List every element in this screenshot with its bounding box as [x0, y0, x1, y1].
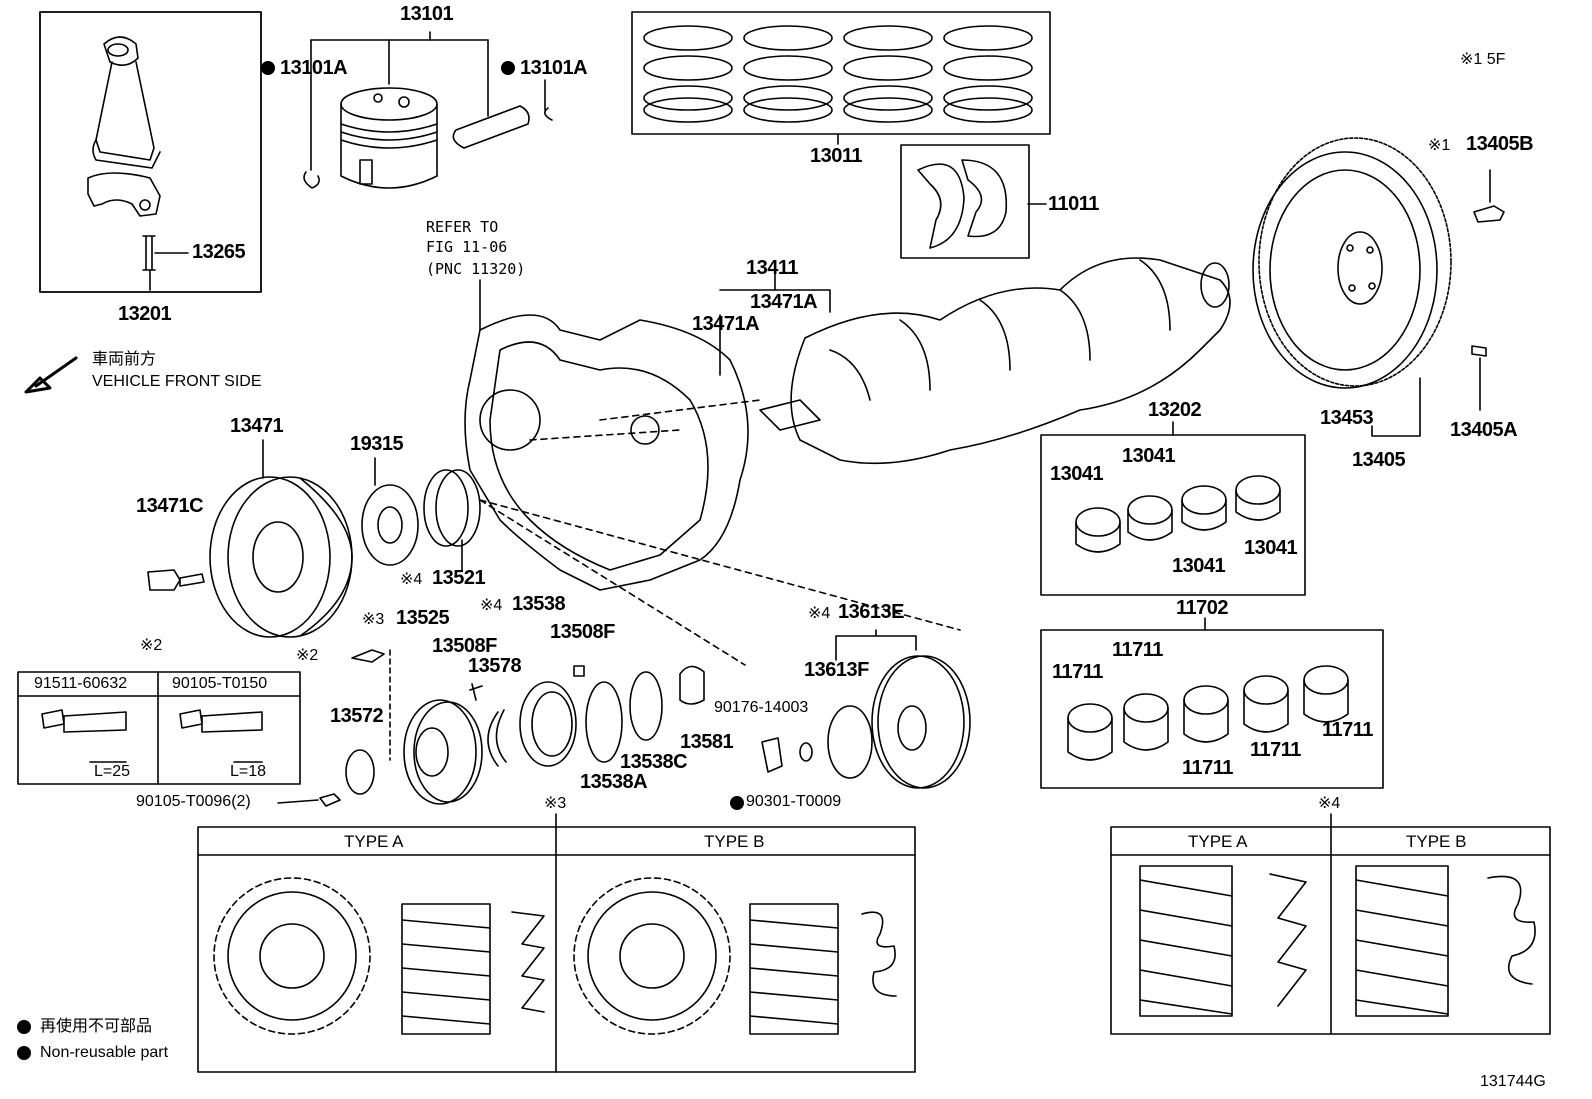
type-b-right: TYPE B	[1406, 832, 1467, 851]
label-13405: 13405	[1352, 449, 1406, 471]
label-13471a-left: 13471A	[692, 313, 760, 335]
label-11711-5: 11711	[1182, 757, 1233, 779]
bolt-len1: L=25	[94, 763, 131, 780]
crankshaft-group	[719, 257, 1231, 465]
label-13041-1: 13041	[1122, 445, 1176, 467]
bolt-len2: L=18	[230, 763, 267, 780]
label-13538c: 13538C	[620, 751, 688, 773]
refer-line3: (PNC 11320)	[426, 260, 526, 278]
label-11711-1: 11711	[1112, 639, 1163, 661]
marker-4-d: ※4	[1318, 795, 1341, 812]
gear-train-group	[277, 629, 971, 807]
label-13613e: 13613E	[838, 601, 904, 623]
label-90105-t0096: 90105-T0096(2)	[136, 793, 251, 810]
label-11011: 11011	[1048, 193, 1099, 215]
type-b-left: TYPE B	[704, 832, 765, 851]
bolt-table-group	[17, 671, 301, 785]
label-13581: 13581	[680, 731, 734, 753]
type-panel-right	[1110, 813, 1551, 1035]
label-13101a-right: 13101A	[520, 57, 588, 79]
label-13201: 13201	[118, 303, 172, 325]
crank-bearing-group	[1040, 421, 1306, 596]
label-13101: 13101	[400, 3, 454, 25]
label-13508f-left: 13508F	[432, 635, 497, 657]
drawing-number: 131744G	[1480, 1073, 1546, 1090]
front-side-en: VEHICLE FRONT SIDE	[92, 373, 262, 390]
type-a-right: TYPE A	[1188, 832, 1248, 851]
label-13265: 13265	[192, 241, 246, 263]
label-13011: 13011	[810, 145, 863, 167]
refer-line1: REFER TO	[426, 218, 499, 236]
label-13578: 13578	[468, 655, 522, 677]
label-11702: 11702	[1176, 597, 1229, 619]
legend-en: Non-reusable part	[40, 1044, 169, 1061]
label-13453: 13453	[1320, 407, 1374, 429]
timing-cover-group	[464, 279, 961, 666]
connecting-rod-group	[39, 11, 262, 293]
marker-3-b: ※3	[544, 795, 567, 812]
label-13202: 13202	[1148, 399, 1202, 421]
type-panel-left	[197, 813, 916, 1073]
marker-2-a: ※2	[140, 637, 163, 654]
front-arrow	[24, 356, 78, 394]
rod-bearing-group	[1040, 617, 1384, 789]
label-13041-3: 13041	[1244, 537, 1298, 559]
label-13041-2: 13041	[1050, 463, 1104, 485]
front-side-jp: 車両前方	[92, 351, 157, 368]
label-11711-4: 11711	[1250, 739, 1301, 761]
label-90176-14003: 90176-14003	[714, 699, 809, 716]
label-13525: 13525	[396, 607, 450, 629]
label-13613f: 13613F	[804, 659, 869, 681]
label-13101a-left: 13101A	[280, 57, 348, 79]
piston-rings-group	[631, 11, 1051, 145]
thrust-washer-group	[900, 144, 1047, 259]
marker-1: ※1	[1428, 137, 1451, 154]
label-19315: 19315	[350, 433, 404, 455]
label-13411: 13411	[746, 257, 799, 279]
label-13521: 13521	[432, 567, 486, 589]
label-13538: 13538	[512, 593, 566, 615]
label-13405b: 13405B	[1466, 133, 1534, 155]
label-11711-2: 11711	[1052, 661, 1103, 683]
marker-4-a: ※4	[400, 571, 423, 588]
label-13471c: 13471C	[136, 495, 204, 517]
pulley-group	[147, 439, 481, 638]
marker-2-b: ※2	[296, 647, 319, 664]
bolt-col2: 90105-T0150	[172, 675, 268, 692]
marker-3-a: ※3	[362, 611, 385, 628]
label-13508f-right: 13508F	[550, 621, 615, 643]
label-13405a: 13405A	[1450, 419, 1518, 441]
note-top-right: ※1 5F	[1460, 51, 1506, 68]
piston-group	[303, 31, 553, 189]
label-13471: 13471	[230, 415, 284, 437]
marker-4-b: ※4	[480, 597, 503, 614]
label-13572: 13572	[330, 705, 384, 727]
label-13471a-right: 13471A	[750, 291, 818, 313]
label-13041-4: 13041	[1172, 555, 1226, 577]
legend-jp: 再使用不可部品	[40, 1018, 153, 1035]
non-reusable-dots	[17, 61, 744, 1060]
type-a-left: TYPE A	[344, 832, 404, 851]
refer-line2: FIG 11-06	[426, 238, 508, 256]
label-13538a: 13538A	[580, 771, 648, 793]
flywheel-group	[1252, 137, 1505, 437]
marker-4-c: ※4	[808, 605, 831, 622]
bolt-col1: 91511-60632	[34, 675, 128, 692]
label-90301-t0009: 90301-T0009	[746, 793, 842, 810]
label-11711-3: 11711	[1322, 719, 1373, 741]
